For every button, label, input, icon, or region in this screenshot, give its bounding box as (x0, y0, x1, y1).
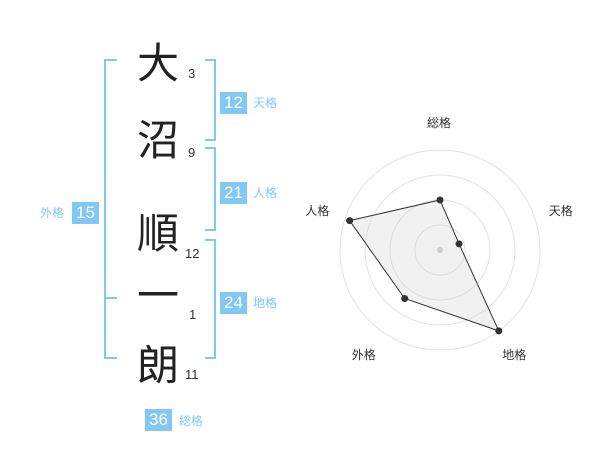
radar-axis-label: 総格 (427, 116, 452, 130)
chikaku-badge: 24 (220, 292, 247, 314)
gaikaku-label: 外格 (40, 206, 65, 220)
tenkaku-badge: 12 (220, 92, 247, 114)
radar-center (437, 247, 443, 253)
gaikaku-badge: 15 (72, 202, 99, 224)
radar-axis-label: 人格 (305, 204, 330, 219)
radar-ring (414, 224, 466, 276)
radar-axis-label: 外格 (351, 347, 376, 362)
radar-axis-label: 地格 (502, 347, 527, 362)
name-char-2: 沼 (136, 116, 179, 165)
tenkaku-label: 天格 (253, 96, 278, 110)
radar-polygon (348, 199, 500, 332)
name-char-5: 朗 (136, 341, 179, 390)
radar-axis-label: 天格 (548, 204, 573, 219)
radar-point-1 (436, 196, 444, 204)
radar-point-3 (495, 327, 503, 335)
radar-ring (364, 174, 516, 326)
soukaku-badge: 36 (145, 409, 172, 431)
jinkaku-label: 人格 (253, 186, 278, 200)
radar-point-2 (455, 240, 463, 248)
name-char-4: 一 (136, 271, 179, 320)
soukaku-label: 総格 (179, 414, 204, 428)
stroke-count-2: 9 (188, 145, 196, 160)
radar-point-4 (401, 295, 409, 303)
chikaku-label: 地格 (253, 296, 278, 310)
name-char-3: 順 (136, 209, 179, 258)
stroke-count-5: 11 (185, 367, 199, 382)
jinkaku-badge: 21 (220, 182, 247, 204)
name-char-1: 大 (136, 39, 179, 88)
stroke-count-3: 12 (185, 246, 200, 261)
stroke-count-4: 1 (189, 307, 197, 322)
stroke-count-1: 3 (188, 66, 196, 81)
radar-point-5 (346, 217, 354, 225)
